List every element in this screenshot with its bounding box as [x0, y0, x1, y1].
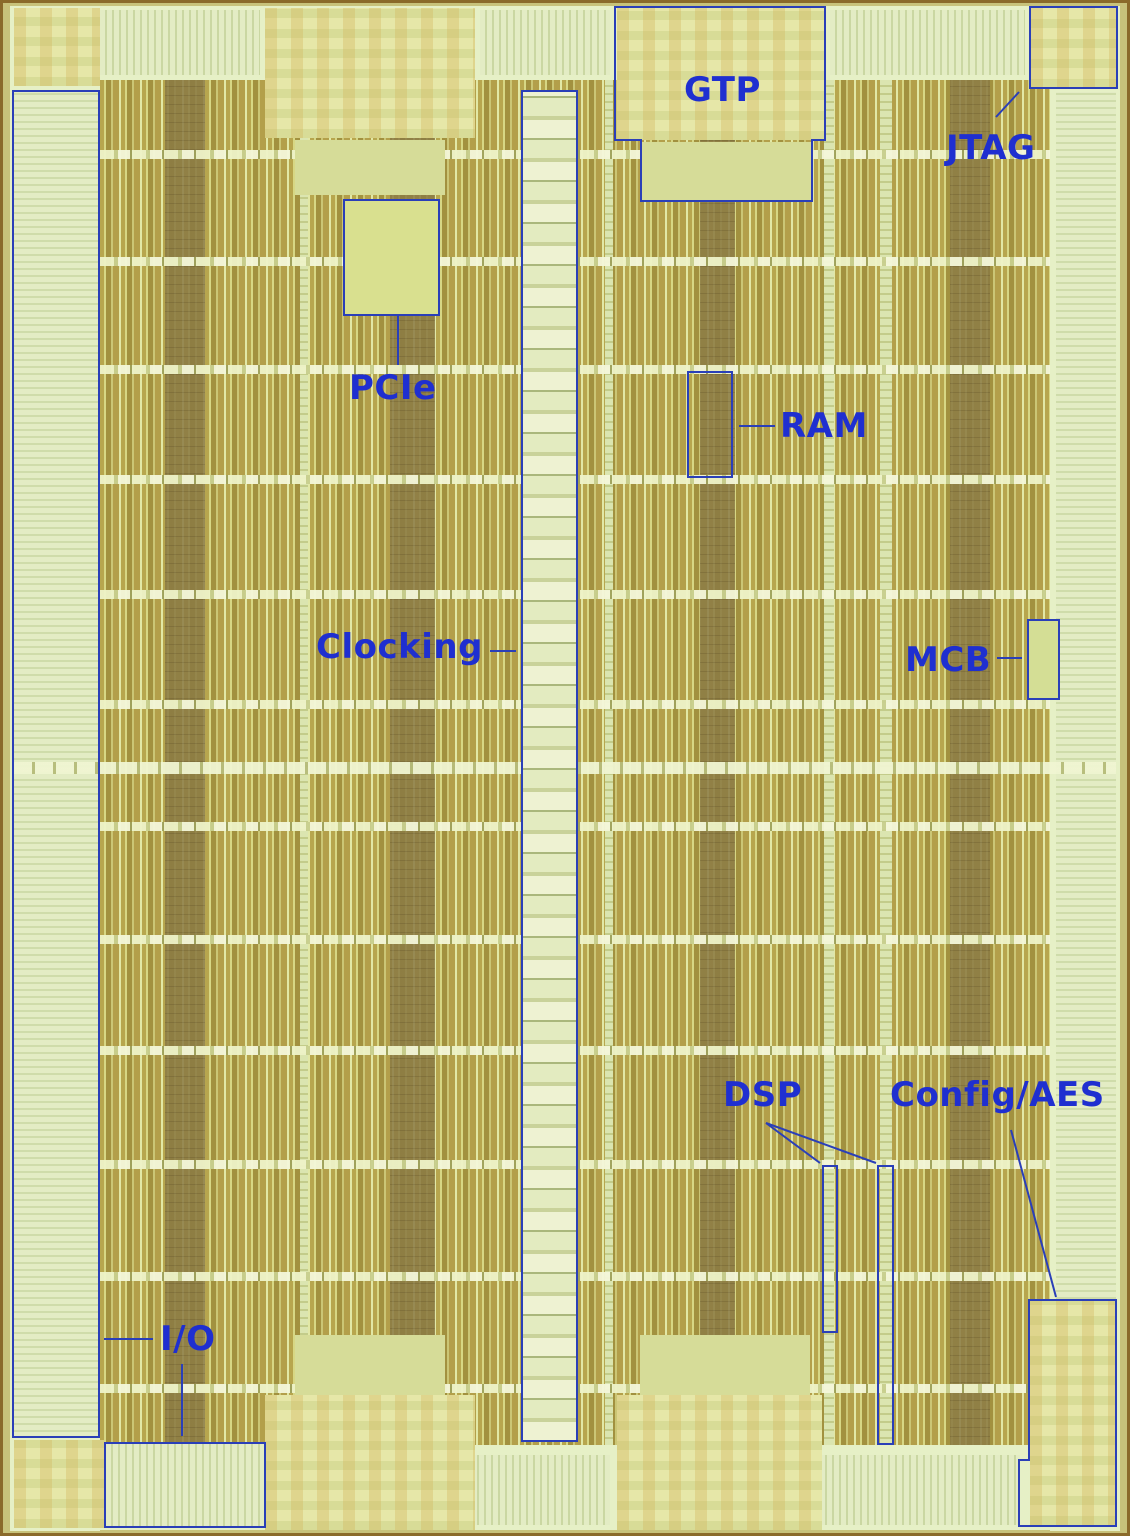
mcb-label: MCB: [905, 640, 992, 680]
jtag-label: JTAG: [946, 128, 1036, 168]
dsp-outline-1: [822, 1165, 838, 1333]
dsp-outline-2: [877, 1165, 894, 1445]
top-left-hard-block: [265, 8, 475, 138]
bottom-right-hard-block-upper: [640, 1335, 810, 1395]
bottom-left-hard-block: [265, 1395, 475, 1530]
bottom-right-hard-block: [617, 1395, 822, 1530]
pcie-block: [345, 201, 438, 314]
ram-label: RAM: [780, 406, 868, 446]
top-left-hard-block-lower: [295, 140, 445, 195]
bottom-left-hard-block-upper: [295, 1335, 445, 1395]
bottom-left-corner-block: [14, 1440, 104, 1528]
ram-outline: [687, 371, 733, 478]
top-io-strip-right: [830, 10, 1025, 75]
bottom-io-strip-right: [820, 1455, 1020, 1525]
gtp-label: GTP: [684, 70, 761, 110]
config-aes-label: Config/AES: [890, 1075, 1105, 1115]
mcb-block: [1029, 621, 1059, 698]
top-left-corner-block: [14, 8, 100, 86]
clocking-outline: [521, 90, 578, 1442]
top-io-strip-mid: [480, 10, 610, 75]
dsp-label: DSP: [723, 1075, 803, 1115]
top-io-strip-left: [100, 10, 260, 75]
bottom-io-block: [106, 1444, 264, 1526]
clocking-spine: [523, 92, 576, 1440]
mcb-outline: [1027, 619, 1060, 700]
clocking-label: Clocking: [316, 627, 483, 667]
jtag-outline: [1029, 6, 1118, 89]
io-label: I/O: [160, 1319, 216, 1359]
pcie-label: PCIe: [349, 368, 437, 408]
io-left-outline: [12, 90, 100, 1438]
jtag-block: [1031, 8, 1116, 88]
pcie-outline: [343, 199, 440, 316]
io-bottom-outline: [104, 1442, 266, 1528]
